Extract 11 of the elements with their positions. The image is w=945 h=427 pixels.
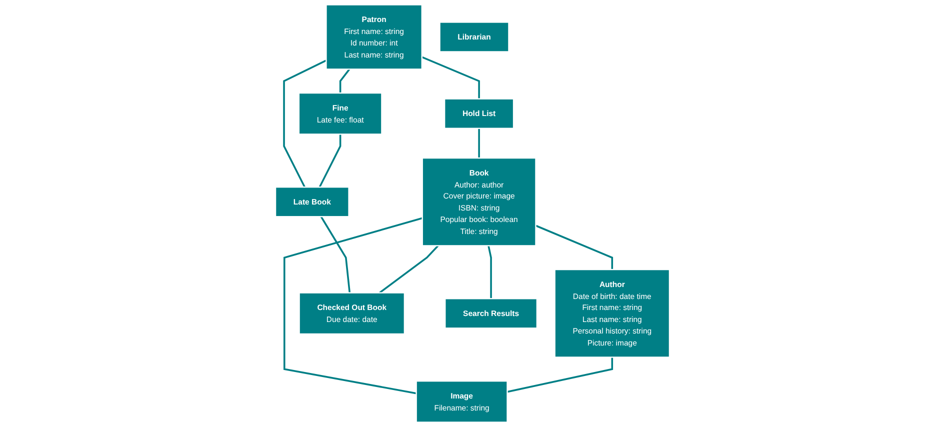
connector (535, 224, 614, 270)
connector (379, 245, 439, 294)
connector (318, 134, 342, 188)
connector (284, 217, 423, 394)
connector (422, 56, 480, 99)
connector (339, 68, 350, 94)
connector (283, 60, 327, 188)
connector (478, 128, 480, 158)
connector (488, 246, 492, 299)
connector (320, 216, 351, 293)
connector (507, 357, 614, 393)
